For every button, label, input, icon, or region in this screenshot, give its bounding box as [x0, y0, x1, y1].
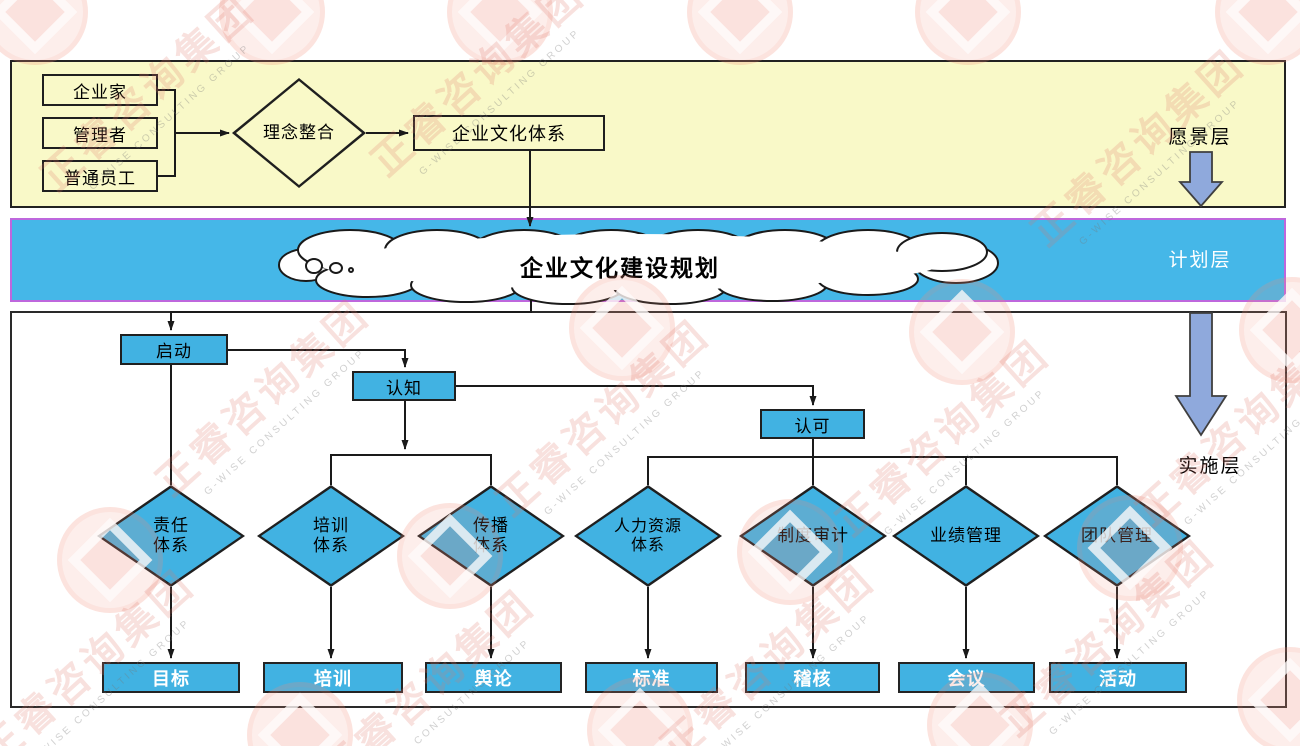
brand-logo-watermark	[0, 0, 88, 65]
result-box-culture-system: 企业文化体系	[413, 115, 605, 151]
output-label: 舆论	[474, 668, 513, 689]
source-box-entrepreneur: 企业家	[42, 74, 158, 106]
system-diamond-training: 培训体系	[257, 485, 405, 587]
vision-layer-label: 愿景层	[1168, 127, 1232, 148]
system-diamond-hr: 人力资源体系	[574, 485, 722, 587]
diamond-label: 培训体系	[313, 515, 349, 555]
system-diamond-performance: 业绩管理	[892, 485, 1040, 587]
stage-box-cognition: 认知	[352, 371, 456, 401]
brand-logo-watermark	[219, 0, 325, 65]
output-box-meeting: 会议	[898, 662, 1035, 693]
diamond-label: 传播体系	[473, 515, 509, 555]
output-label: 标准	[632, 668, 671, 689]
source-label: 企业家	[73, 82, 127, 102]
output-label: 会议	[947, 668, 986, 689]
stage-box-recognition: 认可	[760, 409, 865, 439]
system-diamond-audit: 制度审计	[739, 485, 887, 587]
result-label: 企业文化体系	[452, 124, 566, 144]
diamond-label: 人力资源体系	[613, 517, 682, 554]
output-label: 活动	[1099, 668, 1137, 689]
diamond-label: 理念整合	[263, 122, 335, 142]
output-box-opinion: 舆论	[425, 662, 562, 693]
output-box-goal: 目标	[102, 662, 240, 693]
stage-box-launch: 启动	[120, 334, 228, 365]
plan-layer-label: 计划层	[1168, 250, 1232, 271]
output-box-activity: 活动	[1049, 662, 1187, 693]
stage-label: 认知	[386, 378, 422, 398]
output-box-audit: 稽核	[745, 662, 880, 693]
output-label: 目标	[152, 668, 190, 689]
stage-label: 启动	[156, 342, 192, 361]
source-label: 普通员工	[64, 168, 136, 188]
diamond-label: 团队管理	[1081, 525, 1153, 545]
cloud-title: 企业文化建设规划	[520, 255, 720, 281]
source-box-employee: 普通员工	[42, 160, 158, 192]
brand-logo-watermark	[1215, 0, 1300, 65]
brand-logo-watermark	[447, 0, 553, 65]
diamond-label: 业绩管理	[930, 525, 1002, 545]
system-diamond-communication: 传播体系	[417, 485, 565, 587]
diamond-label: 制度审计	[777, 525, 849, 545]
merge-diamond-concept-integration: 理念整合	[232, 78, 366, 188]
system-diamond-responsibility: 责任体系	[97, 485, 245, 587]
diamond-label: 责任体系	[153, 515, 189, 555]
source-label: 管理者	[73, 125, 127, 145]
brand-logo-watermark	[687, 0, 793, 65]
source-box-manager: 管理者	[42, 117, 158, 149]
output-box-standard: 标准	[585, 662, 718, 693]
output-box-training: 培训	[263, 662, 403, 693]
output-label: 稽核	[793, 668, 832, 689]
system-diamond-team: 团队管理	[1043, 485, 1191, 587]
vision-layer-section	[10, 60, 1286, 208]
stage-label: 认可	[794, 416, 831, 436]
impl-layer-label: 实施层	[1178, 456, 1242, 477]
output-label: 培训	[314, 668, 352, 689]
brand-logo-watermark	[915, 0, 1021, 65]
